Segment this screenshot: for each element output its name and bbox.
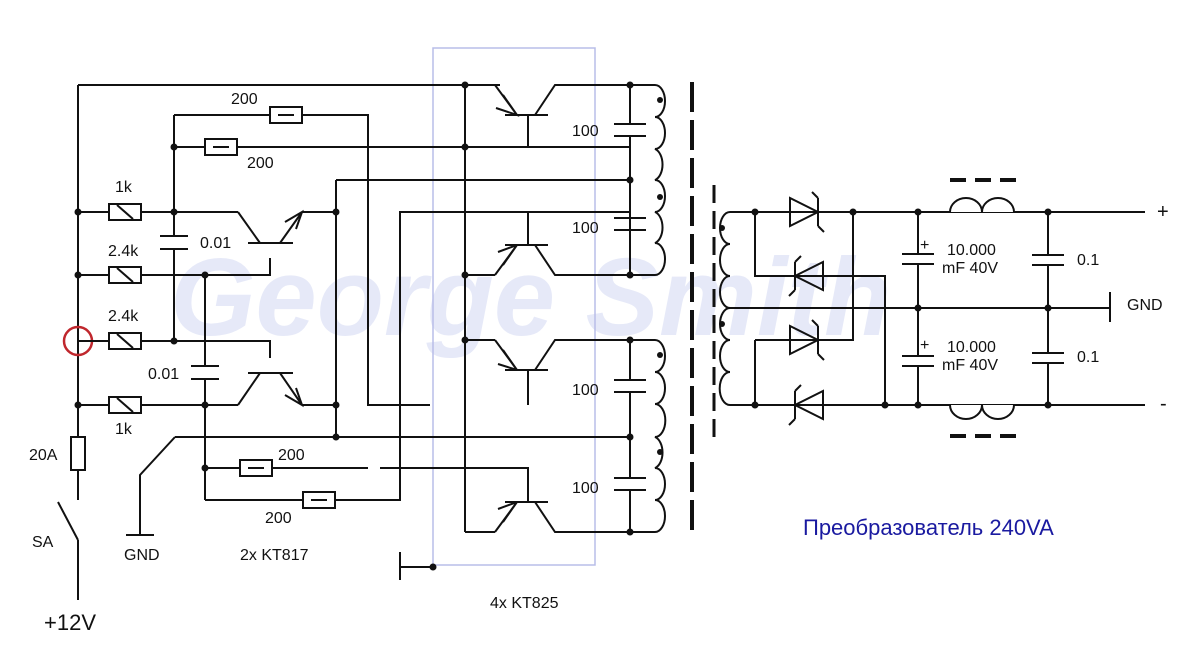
r1-label: 1k	[115, 179, 133, 196]
r3-label: 2.4k	[108, 308, 139, 325]
transistor-group-box	[432, 47, 596, 566]
driver-transistors-label: 2x KT817	[240, 547, 309, 564]
gnd-left-label: GND	[124, 547, 160, 564]
c9-label: 0.1	[1077, 252, 1099, 269]
switch-label: SA	[32, 534, 54, 551]
gnd-right-label: GND	[1127, 297, 1163, 314]
output-transistors-label: 4x KT825	[490, 595, 559, 612]
r7-label: 200	[278, 447, 305, 464]
diagram-title: Преобразователь 240VA	[803, 515, 1054, 540]
c10-label: 0.1	[1077, 349, 1099, 366]
c8-polarity: +	[920, 337, 929, 354]
rectifier-and-filter	[718, 178, 1145, 438]
c4-label: 100	[572, 220, 599, 237]
c6-label: 100	[572, 480, 599, 497]
c7-rating: mF 40V	[942, 260, 998, 277]
resistor-2.4k-upper	[108, 266, 142, 284]
output-plus-label: +	[1157, 201, 1169, 223]
fuse-label: 20A	[29, 447, 58, 464]
c7-polarity: +	[920, 237, 929, 254]
c2-label: 0.01	[148, 366, 179, 383]
r6-label: 200	[247, 155, 274, 172]
left-supply-rail	[57, 85, 94, 600]
output-transistors	[380, 84, 630, 533]
base-resistors	[78, 203, 271, 414]
resistor-1k-bottom	[108, 396, 142, 414]
fuse	[70, 436, 86, 471]
r8-label: 200	[265, 510, 292, 527]
c8-value: 10.000	[947, 339, 996, 356]
primary-windings	[614, 81, 667, 536]
driver-transistor-1	[237, 209, 336, 244]
c3-label: 100	[572, 123, 599, 140]
driver-transistor-2	[237, 372, 336, 408]
r2-label: 2.4k	[108, 243, 139, 260]
c1-label: 0.01	[200, 235, 231, 252]
resistor-2.4k-lower	[108, 332, 142, 350]
output-minus-label: -	[1160, 393, 1167, 415]
resistor-1k-top	[108, 203, 142, 221]
r4-label: 1k	[115, 421, 133, 438]
watermark: George Smith	[170, 236, 891, 359]
c7-value: 10.000	[947, 242, 996, 259]
c8-rating: mF 40V	[942, 357, 998, 374]
c5-label: 100	[572, 382, 599, 399]
supply-voltage-label: +12V	[44, 610, 96, 635]
r5-label: 200	[231, 91, 258, 108]
